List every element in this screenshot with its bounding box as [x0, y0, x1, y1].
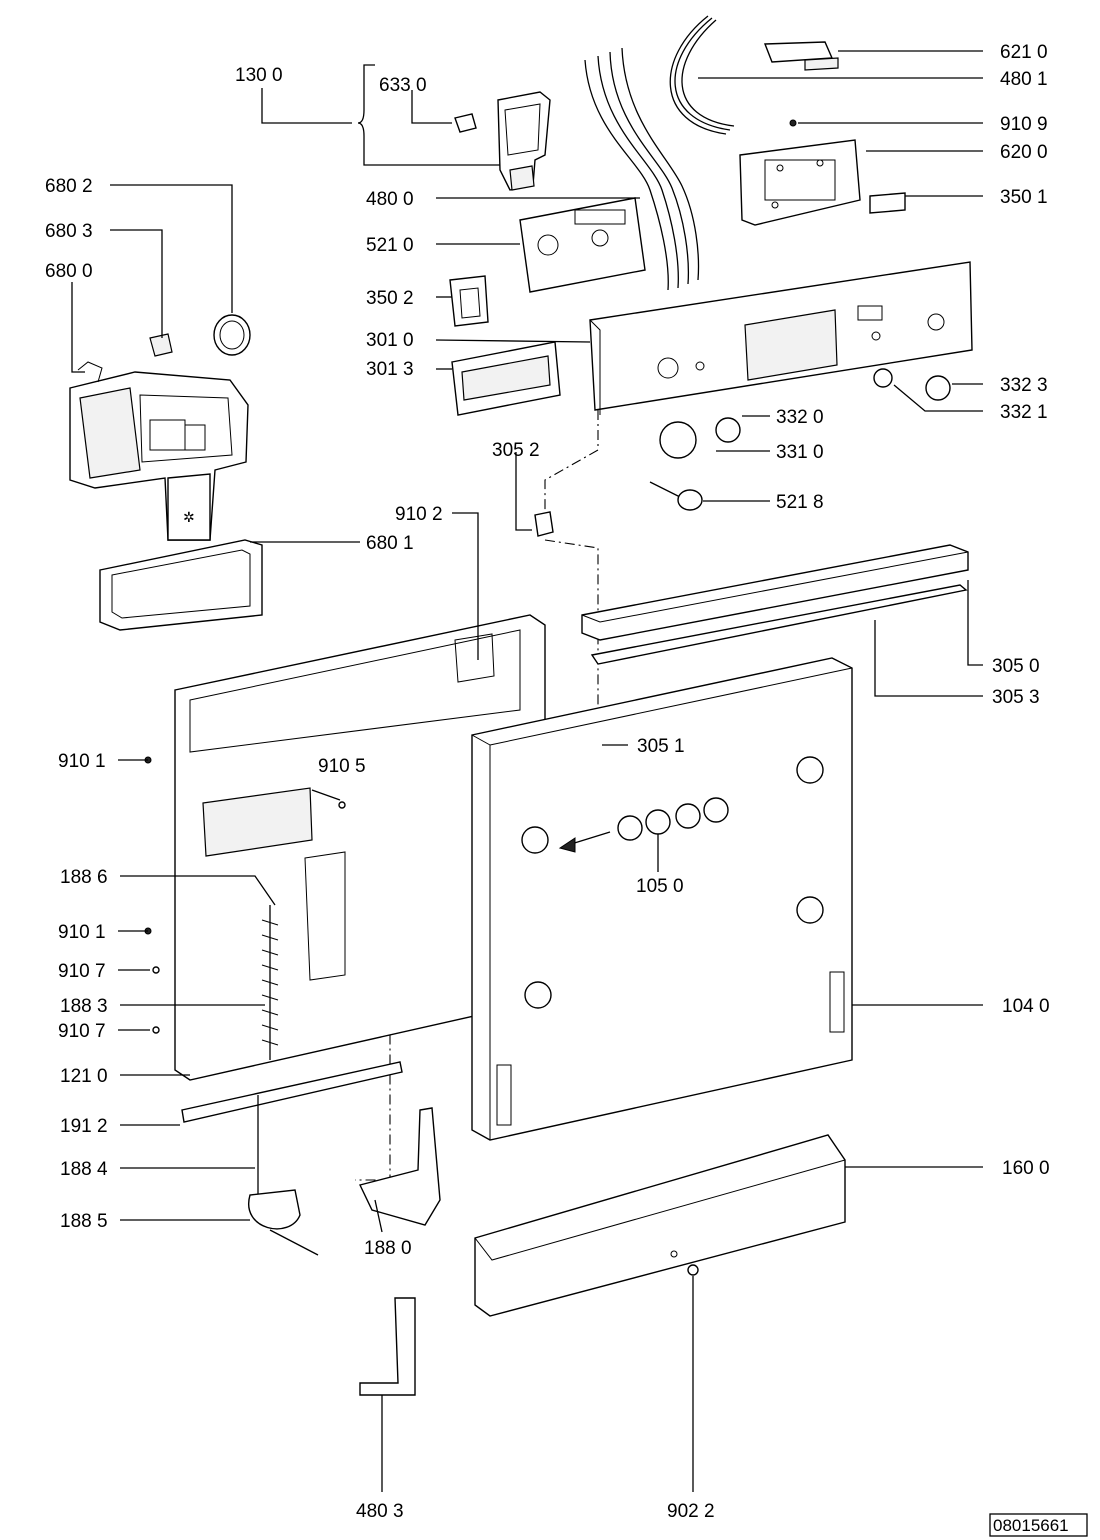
- toe-kick-panel-part: [474, 1134, 846, 1317]
- label-9101b: 910 1: [58, 922, 106, 943]
- label-6210: 621 0: [1000, 42, 1048, 63]
- label-3310: 331 0: [776, 442, 824, 463]
- label-6330: 633 0: [379, 75, 427, 96]
- label-1884: 188 4: [60, 1159, 108, 1180]
- label-3053: 305 3: [992, 687, 1040, 708]
- label-3320: 332 0: [776, 407, 824, 428]
- label-3010: 301 0: [366, 330, 414, 351]
- screw-9109-part: [789, 119, 797, 127]
- label-3321: 332 1: [1000, 402, 1048, 423]
- label-9109: 910 9: [1000, 114, 1048, 135]
- detergent-dispenser-part: ✲: [69, 361, 249, 541]
- dispenser-clip-part: [149, 333, 173, 357]
- label-9107a: 910 7: [58, 961, 106, 982]
- cover-cap-part: [449, 275, 489, 327]
- label-3051: 305 1: [637, 736, 685, 757]
- control-panel-fascia-part: [589, 261, 973, 415]
- knob-3323: [925, 375, 951, 401]
- label-3050: 305 0: [992, 656, 1040, 677]
- top-rail-part: [581, 544, 969, 641]
- diagram-code-box: 08015661: [989, 1513, 1088, 1537]
- screw-9022-part: [687, 1264, 699, 1276]
- label-1886: 188 6: [60, 867, 108, 888]
- label-9101a: 910 1: [58, 751, 106, 772]
- arrow-left-icon: [558, 837, 576, 853]
- knobs-group: [659, 368, 951, 459]
- label-6802: 680 2: [45, 176, 93, 197]
- electronic-module-part: [519, 197, 646, 293]
- label-6803: 680 3: [45, 221, 93, 242]
- door-lock-assembly-part: [454, 91, 551, 191]
- label-1885: 188 5: [60, 1211, 108, 1232]
- door-cable-part: [247, 1095, 319, 1256]
- knob-3321: [873, 368, 893, 388]
- label-6801: 680 1: [366, 533, 414, 554]
- label-4800: 480 0: [366, 189, 414, 210]
- wire-harness-main-part: [584, 47, 700, 291]
- wire-harness-upper-part: [669, 15, 735, 135]
- label-1040: 104 0: [1002, 996, 1050, 1017]
- label-1883: 188 3: [60, 996, 108, 1017]
- asterisk-icon: ✲: [183, 510, 195, 526]
- door-bumpers-part: [558, 797, 729, 853]
- small-label-plate-part: [869, 192, 906, 214]
- label-1300: 130 0: [235, 65, 283, 86]
- label-3013: 301 3: [366, 359, 414, 380]
- sensor-part: [649, 481, 703, 511]
- label-3323: 332 3: [1000, 375, 1048, 396]
- diagram-code: 08015661: [993, 1516, 1069, 1535]
- dispenser-ring-gasket-part: [213, 314, 251, 356]
- door-strip-part: [181, 1061, 403, 1123]
- part-labels: 130 0 633 0 480 0 521 0 350 2 301 0 301 …: [45, 42, 1050, 1522]
- label-1210: 121 0: [60, 1066, 108, 1087]
- label-1600: 160 0: [1002, 1158, 1050, 1179]
- knob-3320: [715, 417, 741, 443]
- label-4801: 480 1: [1000, 69, 1048, 90]
- small-bracket-part: [534, 511, 554, 537]
- label-1880: 188 0: [364, 1238, 412, 1259]
- knob-3310: [659, 421, 697, 459]
- leader-lines: [71, 50, 983, 1492]
- label-3501: 350 1: [1000, 187, 1048, 208]
- handle-insert-part: [451, 341, 561, 416]
- label-1050: 105 0: [636, 876, 684, 897]
- door-spring-part: [261, 905, 279, 1060]
- label-5218: 521 8: [776, 492, 824, 513]
- l-bracket-part: [359, 1297, 416, 1396]
- label-6800: 680 0: [45, 261, 93, 282]
- label-9105: 910 5: [318, 756, 366, 777]
- outer-door-part: [471, 657, 853, 1141]
- label-4803: 480 3: [356, 1501, 404, 1522]
- hinge-bracket-part: [359, 1107, 441, 1226]
- label-1912: 191 2: [60, 1116, 108, 1137]
- connector-board-part: [763, 41, 839, 71]
- control-mounting-plate-part: [739, 139, 861, 226]
- label-3502: 350 2: [366, 288, 414, 309]
- label-3052: 305 2: [492, 440, 540, 461]
- label-9107b: 910 7: [58, 1021, 106, 1042]
- inner-door-part: [174, 614, 546, 1081]
- dispenser-gasket-frame-part: [99, 539, 263, 631]
- label-6200: 620 0: [1000, 142, 1048, 163]
- label-5210: 521 0: [366, 235, 414, 256]
- top-rail-strip-part: [590, 584, 968, 665]
- label-9102: 910 2: [395, 504, 443, 525]
- label-9022: 902 2: [667, 1501, 715, 1522]
